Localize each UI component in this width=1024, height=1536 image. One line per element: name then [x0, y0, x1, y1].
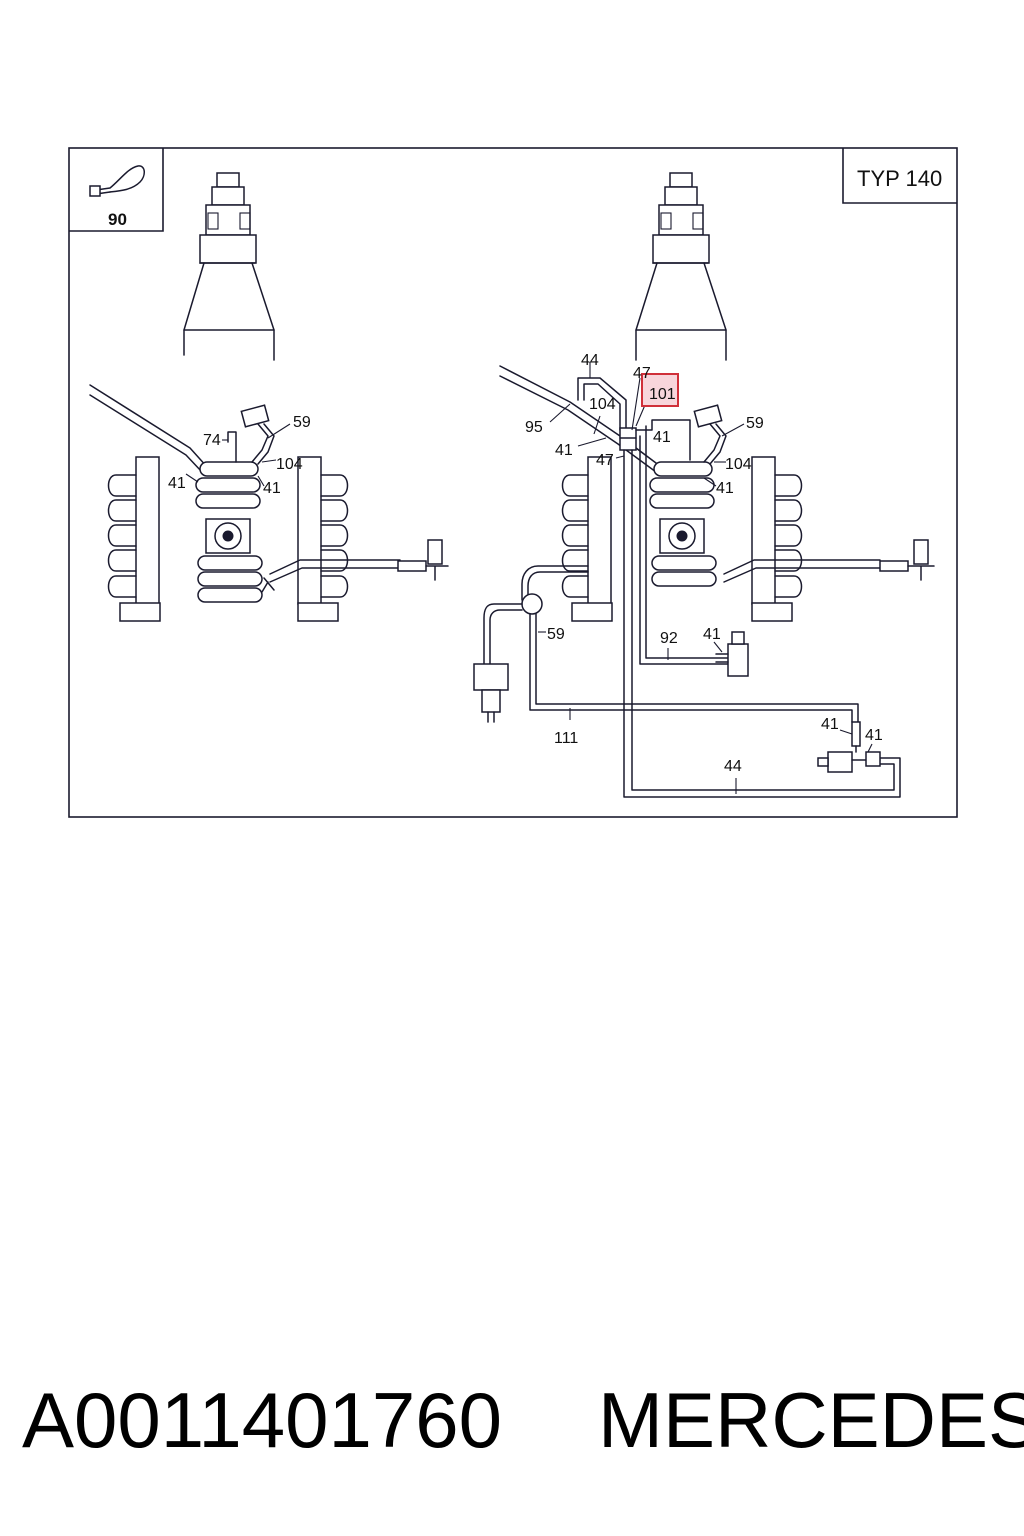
left-label-104: 104 — [276, 456, 303, 473]
right-label-41-e: 41 — [821, 716, 839, 733]
right-sensor-59 — [693, 404, 727, 465]
left-hose — [89, 384, 209, 473]
right-label-47-top: 47 — [633, 365, 651, 382]
right-label-44-top: 44 — [581, 352, 599, 369]
vacuum-valve-assembly — [817, 745, 881, 773]
right-label-95: 95 — [525, 419, 543, 436]
right-engine-view: 44 47 101 104 95 41 47 41 59 104 41 59 9… — [473, 172, 935, 798]
right-label-101: 101 — [649, 386, 676, 403]
right-manifold — [297, 456, 349, 622]
highlight-box-101 — [641, 373, 679, 407]
diagram-frame — [68, 147, 958, 818]
clip-box: 90 — [69, 148, 164, 232]
right-label-41-d: 41 — [703, 626, 721, 643]
left-label-41-b: 41 — [263, 480, 281, 497]
left-label-74: 74 — [203, 432, 221, 449]
right-label-92: 92 — [660, 630, 678, 647]
left-label-41-a: 41 — [168, 475, 186, 492]
right-view-right-manifold — [751, 456, 803, 622]
right-label-59-top: 59 — [746, 415, 764, 432]
right-label-41-b: 41 — [653, 429, 671, 446]
left-manifold — [107, 456, 161, 622]
right-label-41-f: 41 — [865, 727, 883, 744]
right-label-41-a: 41 — [555, 442, 573, 459]
brand-name: MERCEDES — [598, 1376, 1024, 1464]
right-label-41-c: 41 — [716, 480, 734, 497]
left-label-59: 59 — [293, 414, 311, 431]
pressure-sensor-assembly — [473, 565, 861, 747]
right-label-104-bottom: 104 — [725, 456, 752, 473]
right-label-104-top: 104 — [589, 396, 616, 413]
left-sensor-59 — [240, 404, 275, 465]
right-label-111: 111 — [554, 730, 578, 747]
type-label: TYP 140 — [857, 166, 942, 191]
left-engine-view: 74 59 104 41 41 — [89, 172, 449, 622]
cable-tie-icon — [89, 165, 145, 197]
left-pump-icon — [183, 172, 275, 361]
right-view-left-manifold — [561, 456, 613, 622]
right-device-92 — [715, 631, 749, 677]
right-intake-coils — [649, 461, 717, 587]
right-label-59-bottom: 59 — [547, 626, 565, 643]
type-box: TYP 140 — [842, 148, 957, 204]
clip-box-number: 90 — [108, 210, 127, 229]
part-number: A0011401760 — [22, 1376, 503, 1464]
vacuum-distributor — [619, 427, 637, 451]
caption: A0011401760 MERCEDES — [0, 1370, 1024, 1470]
right-label-47-bottom: 47 — [596, 452, 614, 469]
right-pump-icon — [635, 172, 727, 361]
left-intake-coils — [195, 461, 263, 603]
right-label-44-bottom: 44 — [724, 758, 742, 775]
